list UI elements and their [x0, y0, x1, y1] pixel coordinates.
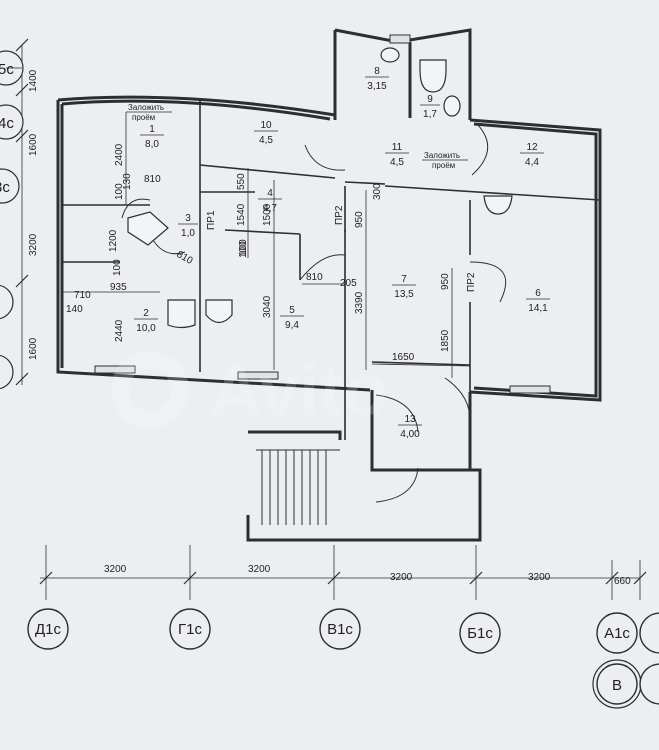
staircase [256, 449, 340, 525]
room-10-area: 4,5 [259, 135, 273, 146]
dim-interior: 100 [238, 241, 249, 258]
axis-label-d1c: Д1с [35, 621, 62, 638]
left-axis-markers: 5с 4с 3с [0, 50, 24, 390]
room-3-area: 1,0 [181, 228, 195, 239]
dim-interior: 2440 [114, 319, 125, 342]
dim-bottom-5: 660 [614, 576, 631, 587]
dim-interior: 140 [66, 304, 83, 315]
room-9-area: 1,7 [423, 109, 437, 120]
room-7-area: 13,5 [394, 289, 414, 300]
dim-bottom-3: 3200 [390, 572, 413, 583]
room-6-number: 6 [535, 288, 541, 299]
dim-left-1600: 1600 [28, 133, 39, 156]
room-9-number: 9 [427, 94, 433, 105]
axis-label-a1c: А1с [604, 625, 630, 642]
axis-label-v1c: В1с [327, 621, 353, 638]
dim-interior: 3390 [354, 291, 365, 314]
axis-label-3c: 3с [0, 179, 10, 196]
axis-label-v: В [612, 677, 622, 694]
washbasin-icon [167, 299, 196, 329]
svg-text:Avito: Avito [210, 351, 387, 431]
room-12-area: 4,4 [525, 157, 539, 168]
brick-up-notes: Заложить проём Заложить проём [126, 103, 468, 170]
dim-bottom-2: 3200 [248, 564, 271, 575]
dim-interior: 810 [306, 272, 323, 283]
room-4-number: 4 [267, 188, 273, 199]
dim-interior: 1850 [440, 329, 451, 352]
axis-label-b1c: Б1с [467, 625, 493, 642]
shower-tray-icon [127, 211, 169, 246]
room-7-number: 7 [401, 274, 407, 285]
note-brick-up-left-line2: проём [132, 113, 155, 122]
dim-interior: 100 [114, 183, 125, 200]
room-6-area: 14,1 [528, 303, 548, 314]
opening-labels: ПР1 ПР2 ПР2 [206, 205, 477, 292]
dim-interior: 2400 [114, 143, 125, 166]
dim-interior: 950 [354, 211, 365, 228]
opening-pr2-left: ПР2 [334, 205, 345, 225]
axis-label-5c: 5с [0, 61, 14, 78]
washbasin-icon [443, 95, 461, 117]
note-brick-up-left-line1: Заложить [128, 103, 164, 112]
dim-interior: 950 [440, 273, 451, 290]
room-5-area: 9,4 [285, 320, 299, 331]
opening-pr1: ПР1 [206, 210, 217, 230]
dim-left-1600b: 1600 [28, 337, 39, 360]
opening-pr2-right: ПР2 [466, 272, 477, 292]
dim-left-3200: 3200 [28, 233, 39, 256]
bottom-axis-markers: Д1с Г1с В1с Б1с А1с В [27, 608, 659, 709]
room-8-area: 3,15 [367, 81, 387, 92]
dim-bottom-4: 3200 [528, 572, 551, 583]
dim-interior: 300 [372, 183, 383, 200]
room-10-number: 10 [260, 120, 272, 131]
dim-interior: 1500 [262, 203, 273, 226]
toilet-icon [205, 299, 233, 324]
room-1-number: 1 [149, 124, 155, 135]
axis-label-g1c: Г1с [178, 621, 202, 638]
room-11-area: 4,5 [390, 157, 404, 168]
dim-interior: 3040 [262, 295, 273, 318]
room-5-number: 5 [289, 305, 295, 316]
dim-interior: 100 [112, 259, 123, 276]
axis-label-4c: 4с [0, 115, 14, 132]
room-4-area: 4,7 [263, 203, 277, 214]
dim-interior: 810 [144, 174, 161, 185]
sanitary-fixtures [127, 47, 513, 329]
dim-interior: 100 [238, 239, 249, 256]
room-11-number: 11 [392, 142, 403, 153]
toilet-icon [419, 59, 447, 93]
bottom-dimension-chain: 3200 3200 3200 3200 660 [39, 545, 647, 600]
left-dimension-chain: 1400 1600 3200 1600 [15, 38, 39, 386]
windows [94, 34, 551, 394]
dim-interior: 1200 [108, 229, 119, 252]
room-13-area: 4,00 [400, 429, 420, 440]
room-3-number: 3 [185, 213, 191, 224]
dim-interior: 130 [122, 173, 133, 190]
walls [56, 28, 602, 542]
room-1-area: 8,0 [145, 139, 159, 150]
dim-interior: 935 [110, 282, 127, 293]
room-13-number: 13 [404, 414, 416, 425]
dim-interior: 1540 [236, 203, 247, 226]
room-12-number: 12 [526, 142, 538, 153]
room-8-number: 8 [374, 66, 380, 77]
dim-bottom-1: 3200 [104, 564, 127, 575]
room-2-area: 10,0 [136, 323, 156, 334]
dim-interior: 205 [340, 278, 357, 289]
note-brick-up-right-line2: проём [432, 161, 455, 170]
dim-left-1400: 1400 [28, 69, 39, 92]
washbasin-icon [483, 195, 513, 215]
room-labels: 1 8,0 2 10,0 3 1,0 4 4,7 5 9,4 6 14,1 7 … [134, 66, 550, 440]
dim-interior: 1650 [392, 352, 415, 363]
watermark: Avito [111, 351, 387, 431]
dim-interior: 550 [236, 173, 247, 190]
washbasin-icon [380, 47, 400, 63]
note-brick-up-right-line1: Заложить [424, 151, 460, 160]
dim-interior: 710 [74, 290, 91, 301]
room-2-number: 2 [143, 308, 149, 319]
